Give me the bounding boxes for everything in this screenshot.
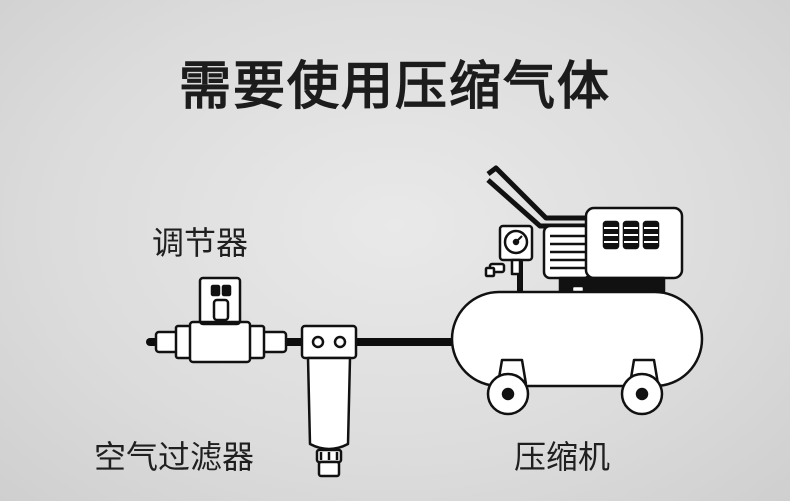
- page-title: 需要使用压缩气体: [178, 57, 611, 117]
- compressor-device: [450, 165, 704, 416]
- air-filter-label: 空气过滤器: [94, 438, 255, 476]
- compressor-label: 压缩机: [514, 438, 611, 476]
- air-filter-device: [300, 324, 358, 478]
- regulator-device: [154, 276, 288, 364]
- regulator-label: 调节器: [152, 224, 249, 262]
